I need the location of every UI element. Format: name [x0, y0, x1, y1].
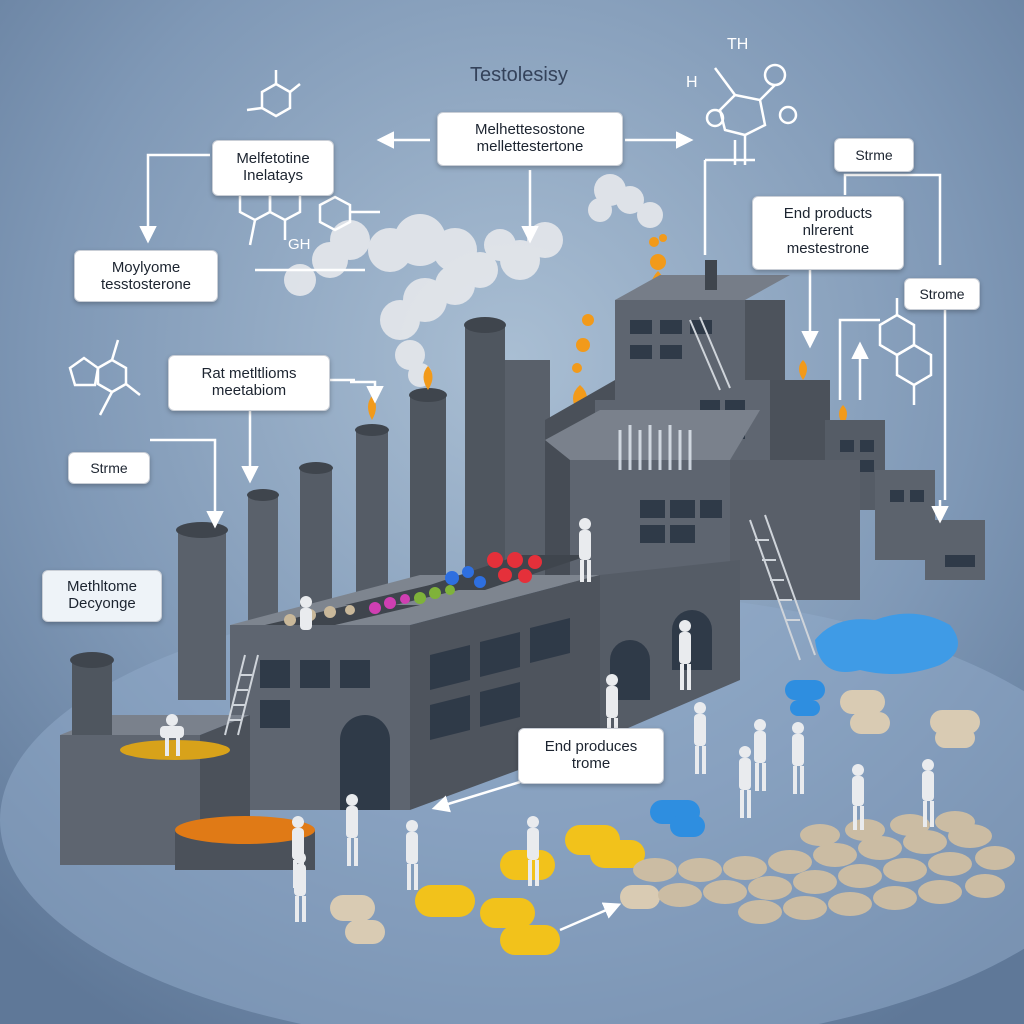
label-left-mid-line1: Moylyome	[111, 259, 181, 276]
label-right-stome-line1: Strome	[919, 286, 965, 302]
molecule-tag-th: TH	[727, 36, 749, 53]
label-left-bottom-line1: Methltome	[66, 578, 138, 595]
diagram-title: Testolesisy	[470, 64, 568, 86]
label-left-mid-line2: tesstosterone	[100, 276, 192, 294]
chimneys	[176, 317, 550, 700]
pills	[330, 680, 1015, 955]
label-center-end: End produces trome	[518, 728, 664, 784]
label-top-center-line1: Melhettesostone	[474, 121, 586, 138]
label-center-end-line1: End produces	[544, 738, 638, 755]
label-left-raw-line2: meetabiom	[211, 382, 287, 400]
molecule-structures	[68, 63, 933, 416]
label-top-center-line2: mellettestertone	[476, 138, 584, 156]
label-right-end: End products nlrerent mestestrone	[752, 196, 904, 270]
label-left-bottom: Methltome Decyonge	[42, 570, 162, 622]
label-right-stome: Strome	[904, 278, 980, 310]
label-left-bottom-line2: Decyonge	[68, 595, 136, 613]
label-left-mid: Moylyome tesstosterone	[74, 250, 218, 302]
connector-arrows	[139, 131, 949, 932]
molecule-tag-h: H	[686, 74, 698, 91]
label-center-end-line2: trome	[571, 755, 611, 773]
label-left-upper-line2: Inelatays	[242, 167, 304, 185]
label-right-end-line1: End products	[783, 205, 873, 222]
label-right-strme-line1: Strme	[855, 147, 893, 163]
label-left-upper-line1: Melfetotine	[236, 150, 310, 167]
label-right-strme: Strme	[834, 138, 914, 172]
ladders	[224, 316, 816, 736]
blue-liquid-pool	[815, 613, 958, 674]
label-left-stome-line1: Strme	[90, 460, 128, 476]
label-right-end-line3: mestestrone	[786, 239, 870, 257]
label-top-center: Melhettesostone mellettestertone	[437, 112, 623, 166]
molecule-tag-gh: GH	[288, 236, 311, 253]
label-left-upper: Melfetotine Inelatays	[212, 140, 334, 196]
label-left-stome: Strme	[68, 452, 150, 484]
label-left-raw-line1: Rat metltlioms	[201, 365, 297, 382]
left-processing-unit	[60, 652, 315, 870]
label-left-raw: Rat metltlioms meetabiom	[168, 355, 330, 411]
label-right-end-line2: nlrerent	[802, 222, 854, 240]
